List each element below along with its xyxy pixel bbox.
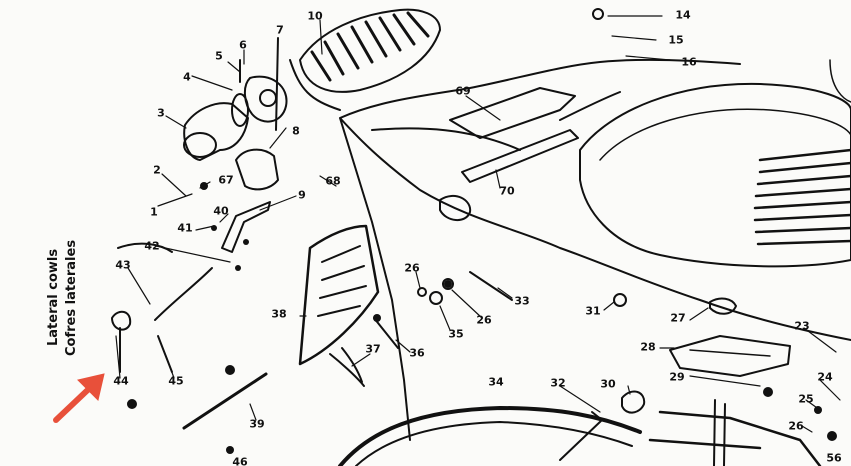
part-label-38: 38: [271, 307, 287, 321]
part-label-31: 31: [585, 304, 601, 318]
body-shell-outline: [339, 58, 851, 441]
part-label-68: 68: [325, 174, 341, 188]
nut-part-26a: [417, 287, 427, 297]
gasket-part-5: [244, 75, 288, 123]
part-label-15: 15: [668, 33, 684, 47]
body-inner-edge: [371, 91, 621, 151]
cowl-rim: [829, 59, 851, 103]
part-label-16: 16: [681, 55, 697, 69]
elbow-flange: [183, 132, 217, 158]
wingnut-part-27: [709, 297, 737, 315]
part-label-1: 1: [150, 205, 158, 219]
pin-part-33: [469, 271, 513, 301]
leader-lines: [115, 15, 841, 433]
part-label-26-a: 26: [404, 261, 420, 275]
part-label-44: 44: [113, 374, 129, 388]
part-label-41: 41: [177, 221, 193, 235]
hose-arc: [289, 59, 341, 111]
ring-part-4: [231, 93, 249, 127]
assembly-56: [648, 410, 822, 466]
part-label-8: 8: [292, 124, 300, 138]
part-label-46: 46: [232, 455, 248, 466]
part-label-35: 35: [448, 327, 464, 341]
bar-part-70: [461, 129, 579, 183]
rod-part-32: [559, 411, 603, 461]
part-label-4: 4: [183, 70, 191, 84]
elbow-part-3: [183, 102, 249, 161]
rod-part-7: [275, 37, 279, 131]
bellows-hose: [299, 8, 441, 93]
part-label-28: 28: [640, 340, 656, 354]
part-label-30: 30: [600, 377, 616, 391]
bolt-part-36: [373, 317, 399, 349]
clip-part-37: [329, 347, 365, 387]
cowl-inner: [599, 108, 851, 161]
part-label-37: 37: [365, 342, 381, 356]
part-label-3: 3: [157, 106, 165, 120]
part-label-25: 25: [798, 392, 814, 406]
part-label-43: 43: [115, 258, 131, 272]
panel-louvres: [317, 245, 367, 317]
part-label-29: 29: [669, 370, 685, 384]
part-label-14: 14: [675, 8, 691, 22]
body-hole: [439, 194, 472, 221]
side-title-spanish: Cofres laterales: [64, 239, 79, 356]
part-label-23: 23: [794, 319, 810, 333]
washer-part-35: [429, 291, 443, 305]
part-label-67: 67: [218, 173, 234, 187]
part-label-34: 34: [488, 375, 504, 389]
part-label-27: 27: [670, 311, 686, 325]
part-label-39: 39: [249, 417, 265, 431]
part-label-10: 10: [307, 9, 323, 23]
curve-part-1: [117, 242, 173, 253]
side-title-english: Lateral cowls: [46, 248, 61, 346]
part-label-9: 9: [298, 188, 306, 202]
part-label-69: 69: [455, 84, 471, 98]
nut-part-26b: [442, 278, 454, 290]
part-label-33: 33: [514, 294, 530, 308]
part-label-36: 36: [409, 346, 425, 360]
plate-part-69: [449, 87, 576, 139]
cowl-vents: [753, 148, 851, 246]
rod-part-39: [182, 372, 268, 430]
part-label-7: 7: [276, 23, 284, 37]
plate-part-8: [235, 148, 279, 191]
bracket-part-40: [221, 201, 271, 253]
bellows-ribs: [310, 11, 430, 82]
panel-part-38: [298, 224, 380, 366]
part-label-32: 32: [550, 376, 566, 390]
cowl-shell: [579, 82, 851, 268]
part-label-24: 24: [817, 370, 833, 384]
rod-part-43: [154, 267, 213, 321]
callout-arrow: [53, 373, 105, 423]
part-label-70: 70: [499, 184, 515, 198]
part-label-2: 2: [153, 163, 161, 177]
bracket-part-30: [621, 390, 646, 414]
part-label-56: 56: [826, 451, 842, 465]
plate-part-28: [669, 335, 791, 377]
washer-part-31: [613, 293, 627, 307]
part-label-6: 6: [239, 38, 247, 52]
part-label-5: 5: [215, 49, 223, 63]
part-label-42: 42: [144, 239, 160, 253]
part-label-26-c: 26: [788, 419, 804, 433]
ring-part-44: [111, 310, 132, 331]
part-label-45: 45: [168, 374, 184, 388]
rail-part-34: [338, 406, 642, 466]
part-label-40: 40: [213, 204, 229, 218]
part-label-26-b: 26: [476, 313, 492, 327]
